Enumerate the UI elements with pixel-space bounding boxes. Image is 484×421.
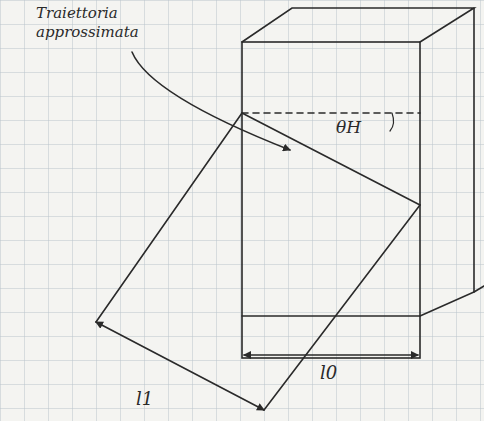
callout-note: Traiettoria approssimata — [36, 4, 156, 42]
dimension-label: l0 — [320, 362, 337, 383]
dimension-label: θH — [336, 117, 361, 137]
dimension-label: l1 — [136, 388, 153, 409]
